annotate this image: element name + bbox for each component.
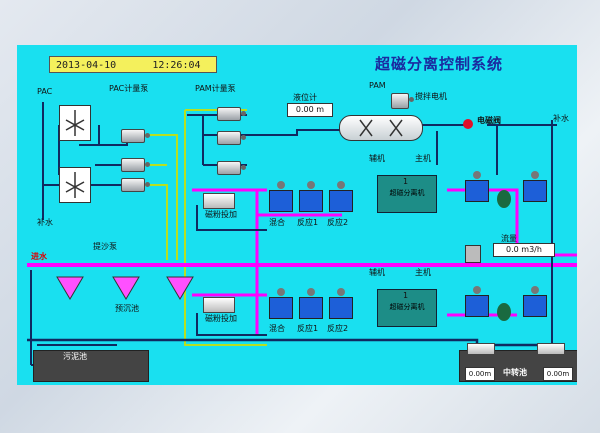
magnetic-pump-1-label: 磁粉投加 [205, 210, 237, 219]
time-text: 12:26:04 [152, 60, 201, 71]
transfer-pump-1[interactable] [467, 343, 495, 355]
auxiliary-label-2: 辅机 [369, 268, 385, 277]
level-value: 0.00 m [287, 103, 333, 117]
sand-pump-label: 提沙泵 [93, 242, 117, 251]
auxiliary-label-1: 辅机 [369, 154, 385, 163]
flow-value: 0.0 m3/h [493, 243, 555, 257]
pac-pump-label: PAC计量泵 [109, 84, 149, 93]
solenoid-valve-icon[interactable] [463, 119, 473, 129]
make-water-left-label: 补水 [37, 218, 53, 227]
date-text: 2013-04-10 [56, 60, 117, 71]
separator-2-num: 1 [403, 291, 409, 300]
sludge-pool [33, 350, 149, 382]
pretreat-cone-1[interactable] [55, 273, 85, 301]
filter-tank-1b[interactable] [523, 171, 547, 202]
reaction1-tank-1[interactable] [299, 181, 323, 212]
magnetic-pump-2-label: 磁粉投加 [205, 314, 237, 323]
page-title: 超磁分离控制系统 [375, 55, 504, 73]
transfer-pool-label: 中转池 [503, 368, 527, 377]
mix-tank-2[interactable] [269, 288, 293, 319]
separator-2-label: 超磁分离机 [389, 303, 425, 311]
filter-tank-2a[interactable] [465, 286, 489, 317]
reaction2-tank-1[interactable] [329, 181, 353, 212]
reaction2-label-1: 反应2 [327, 218, 349, 227]
mixer-motor-icon[interactable] [391, 93, 414, 109]
pam-pump-2[interactable] [217, 131, 246, 145]
right-level-value: 0.00m [543, 367, 573, 381]
solenoid-label: 电磁阀 [477, 116, 501, 125]
pretreat-cone-2[interactable] [111, 273, 141, 301]
pam-tank[interactable] [339, 115, 423, 141]
mix-label-2: 混合 [269, 324, 285, 333]
level-meter-label: 液位计 [293, 93, 317, 102]
mix-label-1: 混合 [269, 218, 285, 227]
pac-tank-2[interactable] [59, 167, 91, 203]
pam-label: PAM [369, 81, 386, 90]
pac-pump-1[interactable] [121, 129, 150, 143]
reaction1-label-2: 反应1 [297, 324, 319, 333]
magnetic-pump-1[interactable] [203, 193, 235, 209]
pam-pump-1[interactable] [217, 107, 246, 121]
main-label-2: 主机 [415, 268, 431, 277]
pac-pump-3[interactable] [121, 178, 150, 192]
pam-pump-label: PAM计量泵 [195, 84, 236, 93]
main-label-1: 主机 [415, 154, 431, 163]
reaction1-tank-2[interactable] [299, 288, 323, 319]
magnetic-pump-2[interactable] [203, 297, 235, 313]
reaction1-label-1: 反应1 [297, 218, 319, 227]
scada-canvas: 2013-04-10 12:26:04 超磁分离控制系统 [17, 45, 577, 385]
mix-tank-1[interactable] [269, 181, 293, 212]
left-level-value: 0.00m [465, 367, 495, 381]
inlet-water-label: 进水 [31, 252, 47, 261]
filter-tank-2b[interactable] [523, 286, 547, 317]
separator-2[interactable]: 超磁分离机 [377, 289, 437, 327]
reaction2-label-2: 反应2 [327, 324, 349, 333]
separator-1[interactable]: 超磁分离机 [377, 175, 437, 213]
pam-pump-3[interactable] [217, 161, 246, 175]
transfer-pump-2[interactable] [537, 343, 565, 355]
sludge-pool-label: 污泥池 [63, 352, 87, 361]
separator-1-num: 1 [403, 177, 409, 186]
pretreat-pool-label: 预沉池 [115, 304, 139, 313]
flowmeter-icon [465, 245, 481, 263]
datetime-display: 2013-04-10 12:26:04 [49, 56, 217, 73]
flow-label: 流量 [501, 234, 517, 243]
filter-tank-1a[interactable] [465, 171, 489, 202]
pac-tank-1[interactable] [59, 105, 91, 141]
mixer-motor-label: 搅拌电机 [415, 92, 447, 101]
pac-pump-2[interactable] [121, 158, 150, 172]
separator-1-label: 超磁分离机 [389, 189, 425, 197]
reaction2-tank-2[interactable] [329, 288, 353, 319]
motor-icon-1 [497, 190, 511, 208]
motor-icon-2 [497, 303, 511, 321]
pretreat-cone-3[interactable] [165, 273, 195, 301]
pac-label: PAC [37, 87, 53, 96]
make-water-right-label: 补水 [553, 114, 569, 123]
